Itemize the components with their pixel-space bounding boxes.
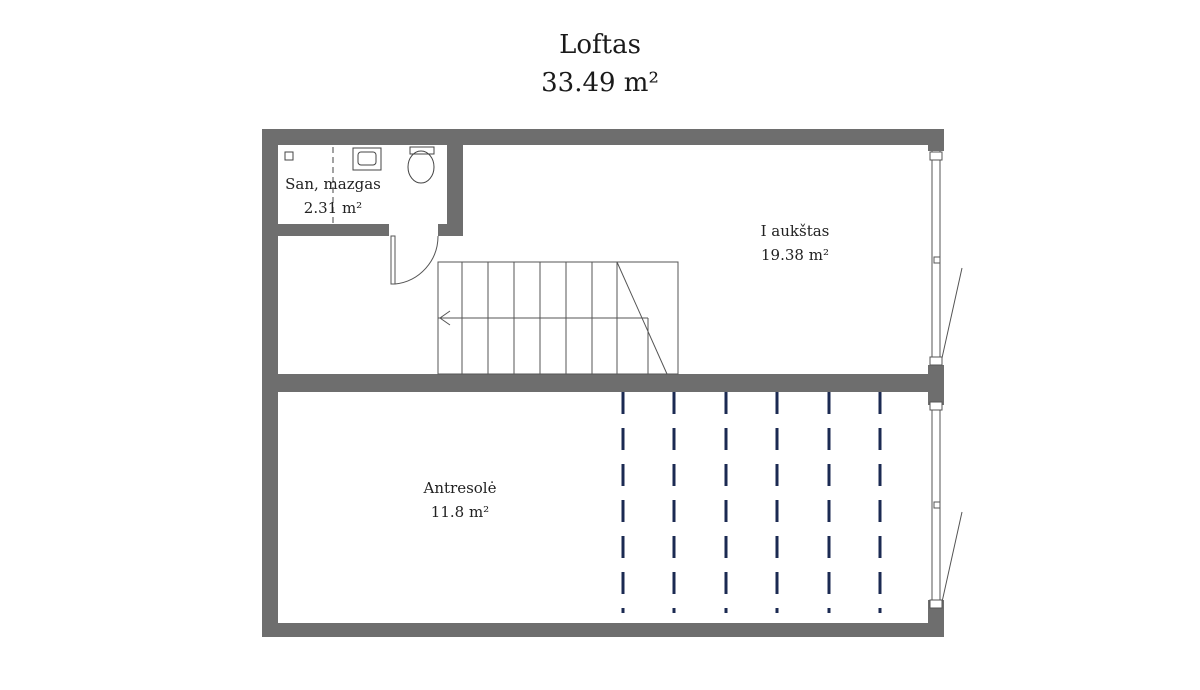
wall-right-bottom-stub — [928, 600, 944, 637]
bathroom-walls — [262, 129, 463, 236]
room-name-bathroom: San, mazgas — [285, 175, 381, 193]
bathroom-fixtures — [284, 146, 435, 224]
door-leaf — [390, 235, 396, 285]
bathroom-wall-right — [447, 129, 463, 236]
room-area-bathroom: 2.31 m² — [304, 199, 362, 217]
sink-icon — [352, 147, 382, 171]
toilet-bowl-icon — [407, 150, 435, 184]
room-name-mezzanine: Antresolė — [423, 479, 497, 497]
mezzanine-beams — [621, 392, 882, 613]
window-open-line — [941, 511, 963, 603]
window-hinge — [929, 599, 943, 609]
window-handle — [933, 501, 941, 509]
toilet-tank-icon — [409, 146, 435, 155]
window-hinge — [929, 401, 943, 411]
window-hinge — [929, 151, 943, 161]
wall-bottom — [262, 623, 944, 637]
floor-drain-icon — [284, 151, 294, 161]
room-name-first-floor: I aukštas — [761, 222, 830, 240]
bathroom-wall-bottom-right — [438, 224, 463, 236]
bathroom-wall-bottom-left — [262, 224, 389, 236]
plan-total-area: 33.49 m² — [541, 68, 659, 98]
door-swing-arc — [394, 235, 439, 285]
room-area-first-floor: 19.38 m² — [761, 246, 829, 264]
stair-direction-arrow-icon — [439, 310, 451, 326]
mezzanine-floor-edge — [262, 374, 944, 392]
sink-basin-icon — [357, 151, 377, 166]
wall-top — [262, 129, 944, 145]
room-area-mezzanine: 11.8 m² — [431, 503, 489, 521]
outer-walls — [262, 129, 944, 637]
window-open-line — [941, 267, 963, 359]
window-handle — [933, 256, 941, 264]
staircase — [437, 261, 679, 375]
wall-right-top-stub — [928, 129, 944, 151]
stair-winder-line — [616, 261, 668, 375]
bathroom-door — [390, 235, 439, 285]
plan-title: Loftas — [559, 30, 641, 60]
window-hinge — [929, 356, 943, 366]
right-windows — [929, 151, 963, 609]
